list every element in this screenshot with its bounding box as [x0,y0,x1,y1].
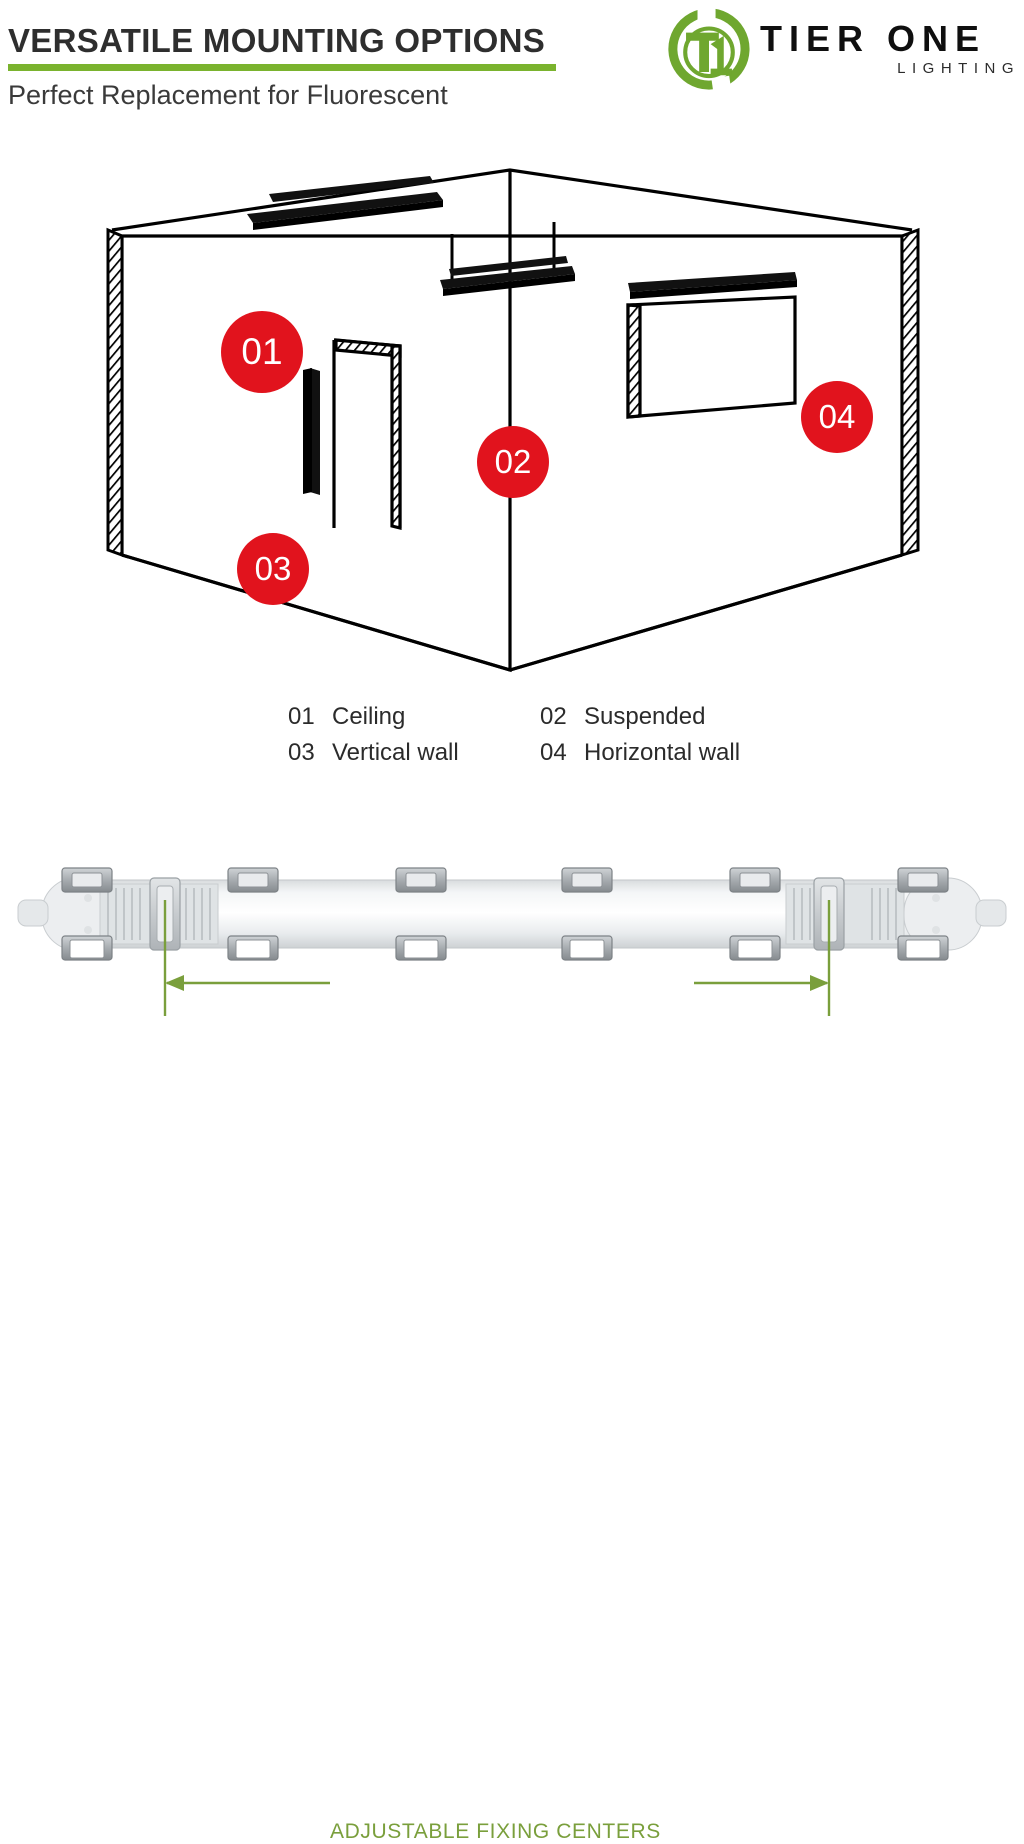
title-underline-rule [8,64,556,71]
page-subtitle: Perfect Replacement for Fluorescent [8,80,448,110]
marker-label: 03 [254,550,292,587]
brand-logo: TIER ONE LIGHTING [668,8,1020,92]
product-fixture-illustration: ADJUSTABLE FIXING CENTERS [0,840,1024,1843]
legend-number: 02 [540,703,567,730]
marker-02-suspended[interactable]: 02 [477,426,549,498]
mounting-clips-top [61,867,949,893]
legend-label: Vertical wall [332,739,459,766]
doorway [332,338,402,531]
legend-item-suspended: 02 Suspended [540,703,705,731]
logo-sub-wordmark: LIGHTING [897,60,1020,77]
right-wall-thickness [900,227,920,558]
marker-03-vertical-wall[interactable]: 03 [237,533,309,605]
marker-label: 04 [818,398,856,435]
adjustable-slider-track-left [99,877,219,951]
marker-01-ceiling[interactable]: 01 [221,311,303,393]
legend-number: 04 [540,739,567,766]
marker-04-horizontal-wall[interactable]: 04 [801,381,873,453]
legend-label: Horizontal wall [584,739,741,766]
tier-one-monogram-icon [668,8,750,90]
legend-item-vertical-wall: 03 Vertical wall [288,739,459,767]
end-cap-right [903,877,1007,951]
fixture-ceiling-mounted [247,176,443,230]
legend-item-horizontal-wall: 04 Horizontal wall [540,739,740,767]
wall-panel [626,295,797,419]
marker-label: 01 [241,331,283,372]
fixture-vertical-wall [303,368,320,495]
fixture-horizontal-wall [628,272,797,299]
led-batten-fixture [17,867,1007,1016]
mounting-clips-bottom [61,935,949,961]
room-isometric-diagram: 01 02 03 04 [0,140,1024,700]
legend-number: 01 [288,703,315,730]
page-title: VERSATILE MOUNTING OPTIONS [8,22,546,59]
legend-item-ceiling: 01 Ceiling [288,703,405,731]
left-wall-thickness [106,227,124,558]
fixture-suspended [440,222,575,296]
fixing-centers-label: ADJUSTABLE FIXING CENTERS [330,1820,661,1843]
adjustable-slider-track-right [785,877,905,951]
fixing-centers-arrowheads [165,975,829,991]
marker-label: 02 [494,443,532,480]
legend-label: Suspended [584,703,706,730]
room-line-art [106,168,920,673]
legend-number: 03 [288,739,315,766]
legend-label: Ceiling [332,703,406,730]
mounting-options-legend: 01 Ceiling 02 Suspended 03 Vertical wall… [288,703,808,783]
logo-wordmark: TIER ONE [760,18,987,59]
fixing-centers-callout [163,900,831,1016]
header: VERSATILE MOUNTING OPTIONS Perfect Repla… [0,0,1024,120]
